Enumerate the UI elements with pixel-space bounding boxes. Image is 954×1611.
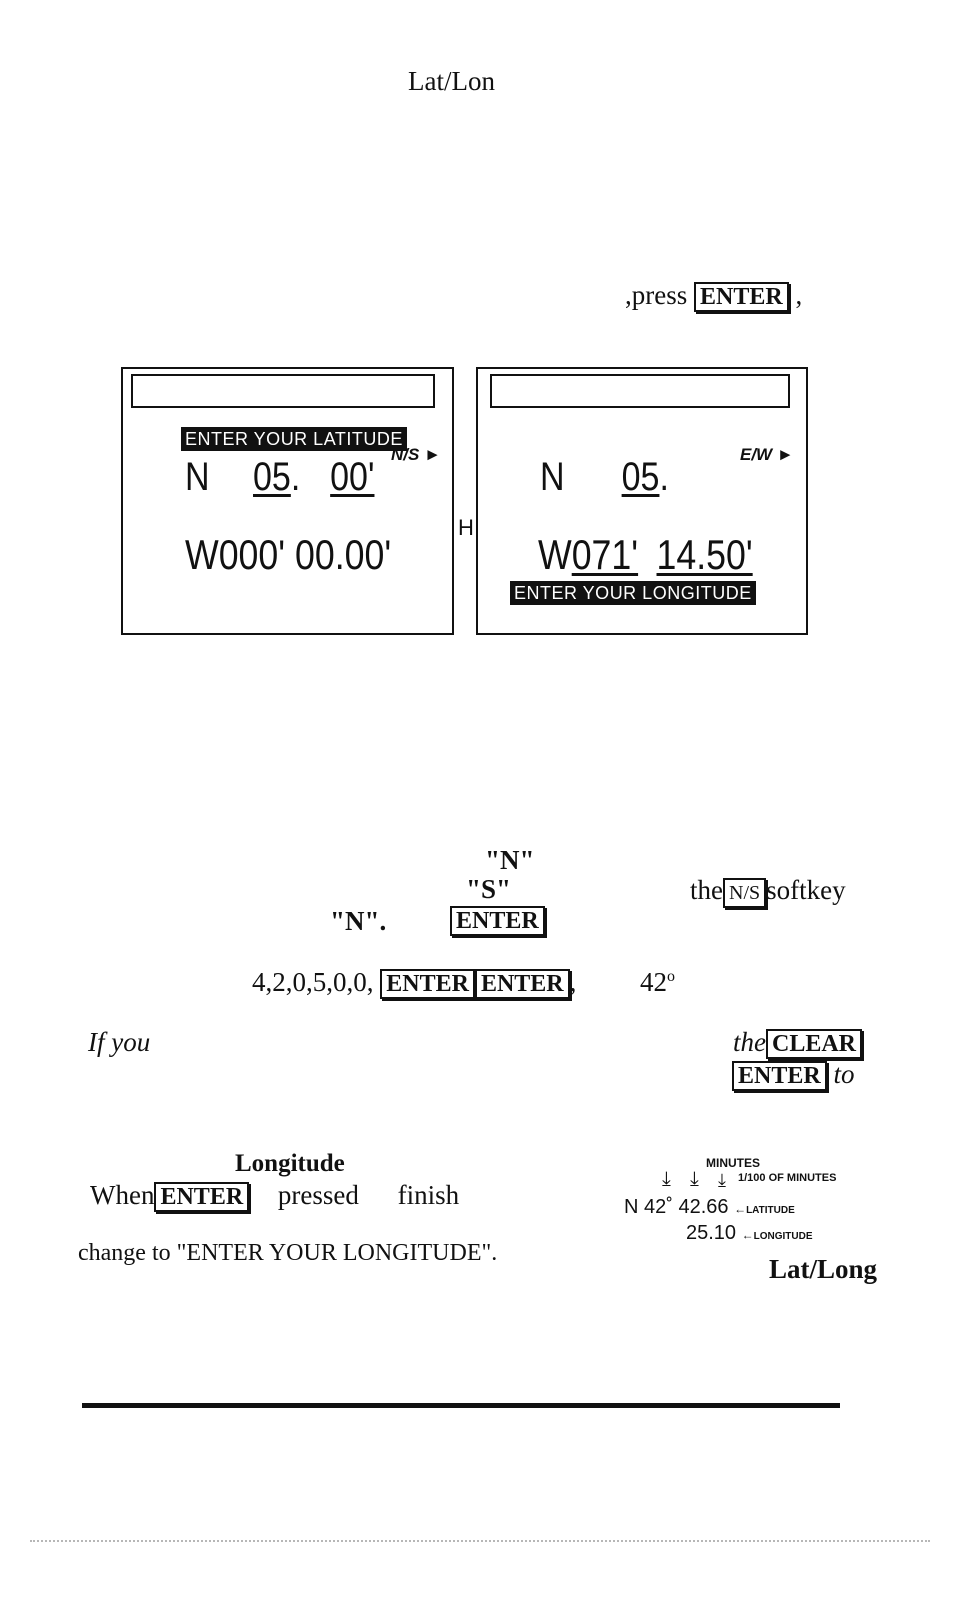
latitude-value: N 05. 00' <box>185 455 375 499</box>
lon-minutes: 14.50' <box>656 531 753 578</box>
longitude-heading: Longitude <box>235 1150 345 1177</box>
degrees-value: 42o <box>640 967 675 997</box>
format-legend: ⤓ ⤓ MINUTES ⤓ 1/100 OF MINUTES N 42˚ 42.… <box>620 1156 880 1246</box>
ew-softkey[interactable]: E/W ► <box>740 445 794 464</box>
scan-noise-line <box>30 1540 930 1550</box>
screen-longitude: E/W ► N 05. W071' 14.50' ENTER YOUR LONG… <box>476 367 808 635</box>
lat-hemisphere: N <box>540 455 565 499</box>
enter-key[interactable]: ENTER <box>380 969 475 999</box>
page-title: Lat/Lon <box>408 66 495 96</box>
clear-key[interactable]: CLEAR <box>766 1029 863 1059</box>
enter-key-step: ENTER <box>450 906 545 936</box>
minutes-label: MINUTES <box>706 1156 760 1170</box>
change-to-line: change to "ENTER YOUR LONGITUDE". <box>78 1240 498 1266</box>
n-quote: "N" <box>485 845 535 875</box>
press-text: ,press <box>625 280 688 310</box>
n-quote-2: "N". <box>330 906 387 936</box>
longitude-sample: 25.10 ←LONGITUDE <box>686 1222 813 1244</box>
arrow-right-icon: ► <box>424 445 441 464</box>
screen-title-bar <box>131 374 435 408</box>
screen-latitude: ENTER YOUR LATITUDE N/S ► N 05. 00' W000… <box>121 367 454 635</box>
enter-key[interactable]: ENTER <box>694 282 789 312</box>
ns-key[interactable]: N/S <box>723 878 767 908</box>
arrow-down-icon: ⤓ <box>662 1168 671 1190</box>
lon-degrees: 071' <box>571 531 639 578</box>
note-if-you: If you <box>88 1027 151 1057</box>
press-enter-line: ,press ENTER , <box>625 280 802 312</box>
longitude-value: W071' 14.50' <box>538 531 753 579</box>
horizontal-rule <box>82 1403 840 1408</box>
hundredths-label: 1/100 OF MINUTES <box>738 1172 837 1184</box>
latitude-prompt-banner: ENTER YOUR LATITUDE <box>181 427 407 451</box>
separator-mark: H <box>458 515 474 540</box>
latitude-value: N 05. <box>540 455 669 499</box>
arrow-down-icon: ⤓ <box>690 1168 699 1190</box>
lat-long-label: Lat/Long <box>769 1254 878 1284</box>
digit-sequence: 4,2,0,5,0,0, <box>252 967 374 997</box>
longitude-value: W000' 00.00' <box>185 531 392 578</box>
latitude-sample: N 42˚ 42.66 ←LATITUDE <box>624 1196 795 1218</box>
lat-degrees: 05 <box>621 455 660 499</box>
press-suffix: , <box>795 280 803 310</box>
enter-key[interactable]: ENTER <box>732 1061 827 1091</box>
enter-key[interactable]: ENTER <box>474 969 570 999</box>
lon-hemisphere: W <box>538 531 572 578</box>
arrow-down-icon: ⤓ <box>718 1170 726 1190</box>
longitude-prompt-banner: ENTER YOUR LONGITUDE <box>510 581 756 605</box>
screen-title-bar <box>490 374 790 408</box>
lat-hemisphere: N <box>185 455 210 499</box>
ns-softkey[interactable]: N/S ► <box>391 445 441 464</box>
arrow-right-icon: ► <box>776 445 794 464</box>
lat-minutes: 00' <box>330 455 375 499</box>
s-quote: "S" <box>466 874 511 904</box>
enter-key[interactable]: ENTER <box>154 1182 250 1212</box>
enter-key[interactable]: ENTER <box>450 906 545 936</box>
note-enter: ENTER to <box>732 1059 854 1091</box>
lat-degrees: 05 <box>253 455 291 499</box>
